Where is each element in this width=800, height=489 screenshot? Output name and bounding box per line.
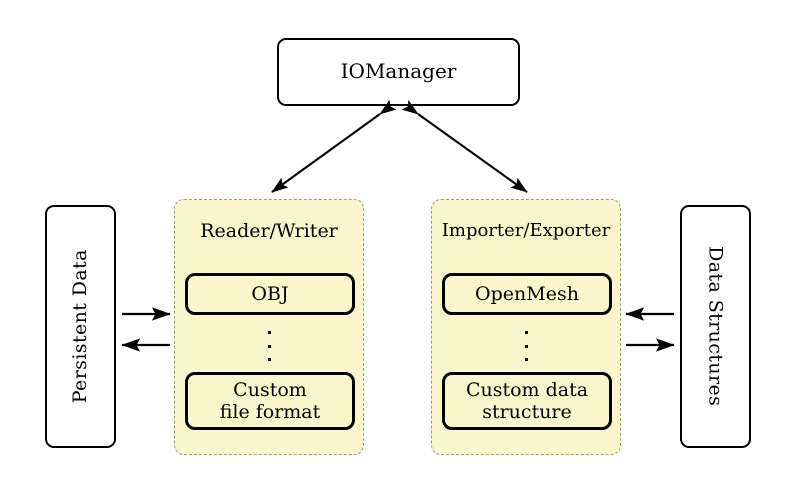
node-obj[interactable]: OBJ: [185, 273, 355, 315]
node-persistent-data-label: Persistent Data: [69, 249, 92, 404]
ellipsis-dot: [267, 344, 271, 348]
ellipsis-reader-writer: [175, 331, 363, 361]
ellipsis-dot: [267, 358, 271, 361]
node-iomanager[interactable]: IOManager: [277, 38, 520, 106]
node-data-structures[interactable]: Data Structures: [680, 205, 751, 448]
arrow-manager-reader-writer: [271, 99, 397, 193]
ellipsis-dot: [524, 331, 528, 334]
group-reader-writer-title: Reader/Writer: [200, 220, 338, 242]
ellipsis-importer-exporter: [432, 331, 620, 361]
ellipsis-dot: [267, 331, 271, 334]
group-importer-exporter-title: Importer/Exporter: [441, 220, 611, 241]
node-iomanager-label: IOManager: [340, 59, 457, 84]
node-openmesh-label: OpenMesh: [475, 282, 579, 305]
node-persistent-data[interactable]: Persistent Data: [45, 205, 116, 448]
node-openmesh[interactable]: OpenMesh: [442, 273, 612, 315]
ellipsis-dot: [524, 358, 528, 361]
ellipsis-dot: [524, 344, 528, 348]
node-data-structures-label: Data Structures: [704, 246, 727, 407]
arrow-manager-importer-exporter: [401, 99, 528, 193]
node-obj-label: OBJ: [251, 282, 289, 305]
